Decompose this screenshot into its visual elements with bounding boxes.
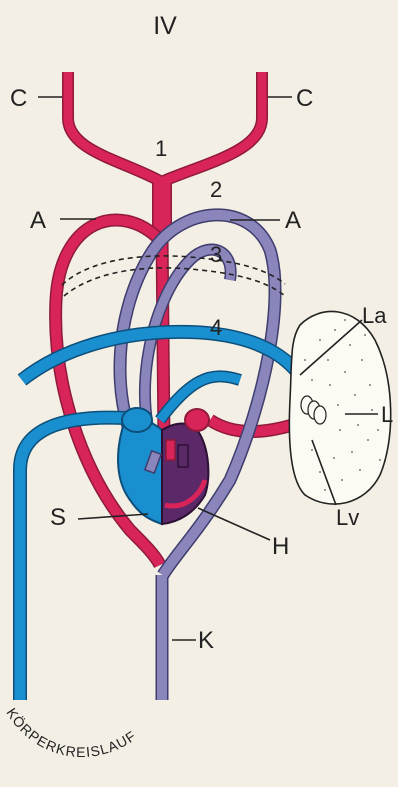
body-vein [20, 418, 125, 700]
label-num-2: 2 [210, 177, 222, 202]
label-a-right: A [285, 207, 301, 234]
label-c-left: C [10, 85, 27, 112]
label-num-1: 1 [155, 136, 167, 161]
label-s: S [50, 504, 66, 531]
label-num-4: 4 [210, 315, 222, 340]
label-h: H [272, 533, 289, 560]
label-k: K [198, 627, 214, 654]
label-la: La [362, 303, 387, 328]
label-l: L [381, 402, 393, 427]
label-num-3: 3 [210, 242, 222, 267]
label-c-right: C [296, 85, 313, 112]
diagram-title: IV [153, 12, 177, 40]
label-lv: Lv [336, 505, 359, 530]
body-circulation-caption: KÖRPERKREISLAUF [3, 705, 139, 760]
label-a-left: A [30, 207, 46, 234]
